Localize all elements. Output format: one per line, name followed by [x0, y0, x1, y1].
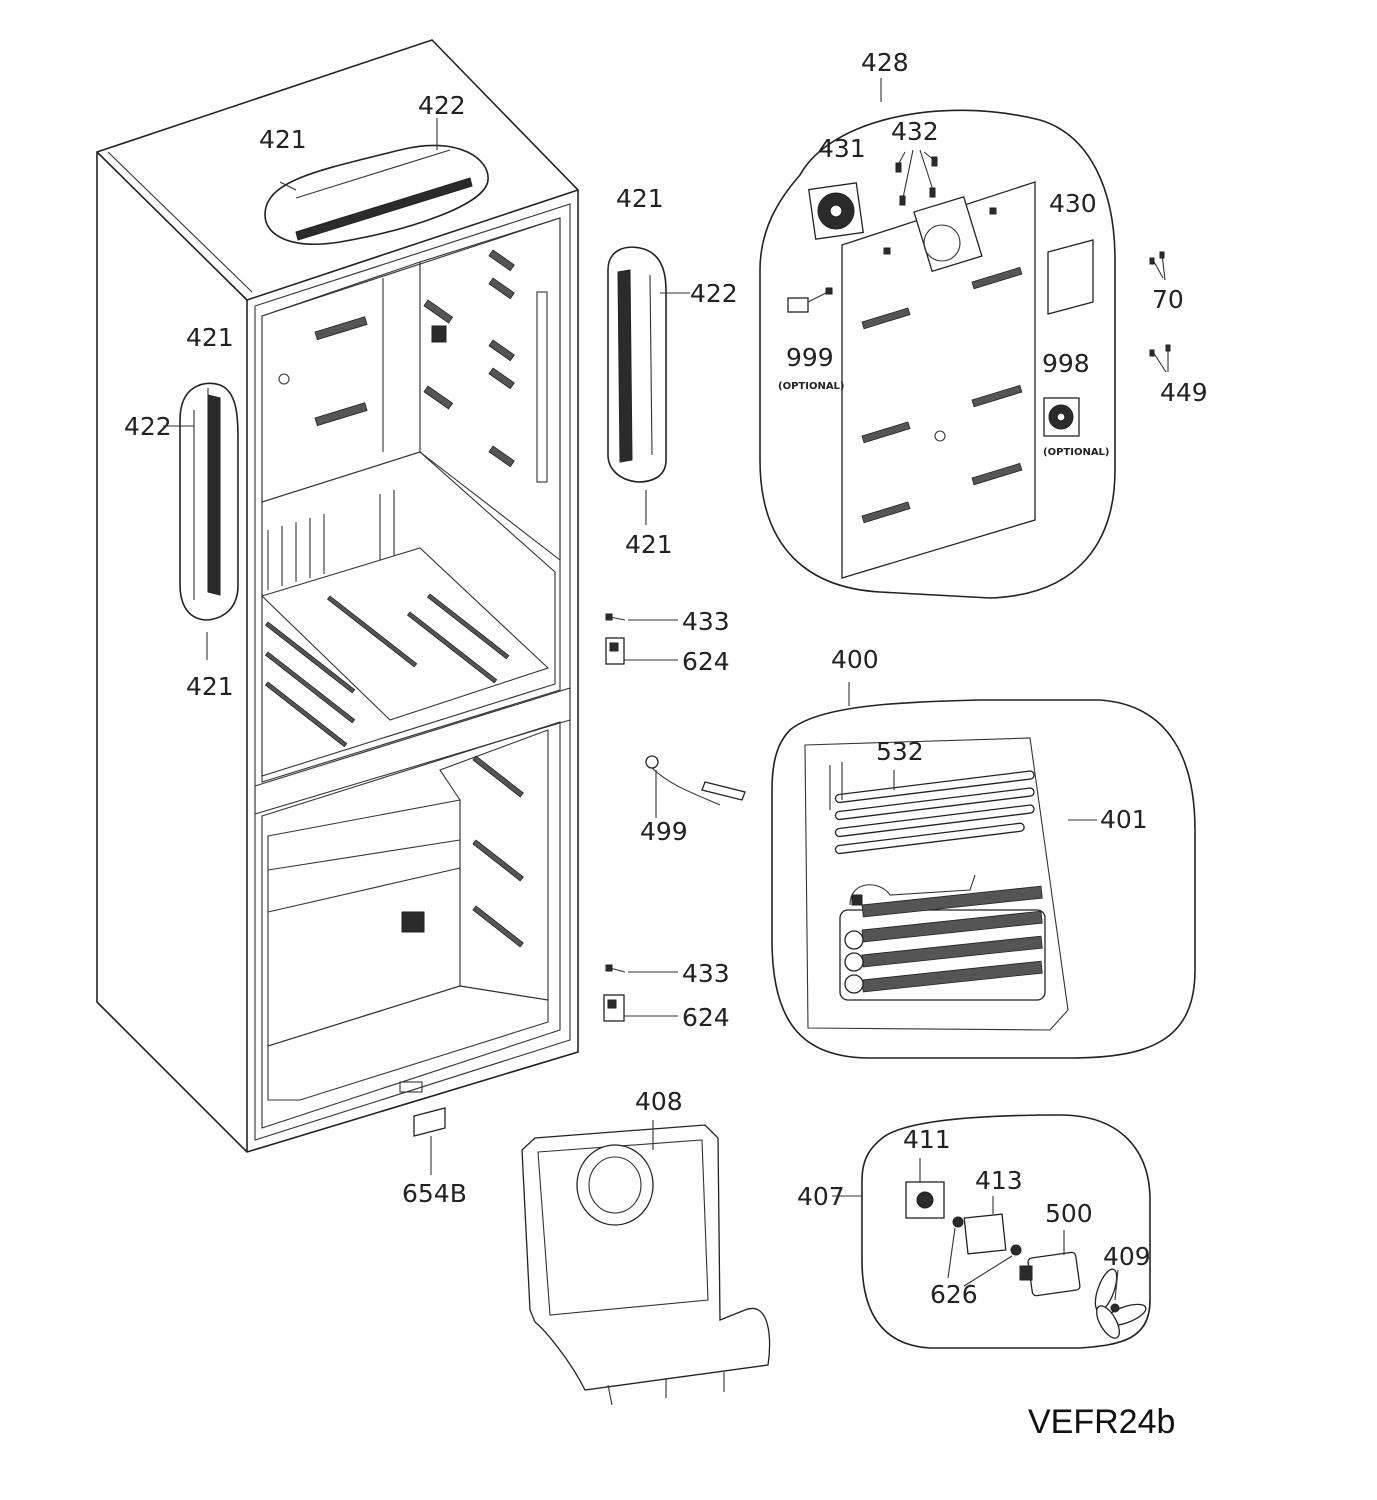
callout-999: 999 — [786, 343, 834, 372]
callout-500: 500 — [1045, 1199, 1093, 1228]
callout-408: 408 — [635, 1087, 683, 1116]
back-panel — [521, 1120, 771, 1406]
callout-532: 532 — [876, 737, 924, 766]
fan-blade — [1094, 1268, 1147, 1339]
crisper-ribs — [264, 490, 510, 748]
callout-labels: 421 422 421 422 421 421 422 421 428 431 … — [124, 48, 1208, 1309]
evaporator-coil — [839, 874, 1046, 1001]
callout-433-lower: 433 — [682, 959, 730, 988]
temperature-probe — [645, 755, 746, 818]
defrost-heater-coils — [829, 762, 1035, 855]
callout-409: 409 — [1103, 1242, 1151, 1271]
callout-624-lower: 624 — [682, 1003, 730, 1032]
callout-421-left-top: 421 — [186, 323, 234, 352]
small-parts-70-449 — [1149, 251, 1171, 373]
callout-998: 998 — [1042, 349, 1090, 378]
callout-421-right-bottom: 421 — [625, 530, 673, 559]
callout-422-left: 422 — [124, 412, 172, 441]
callout-401: 401 — [1100, 805, 1148, 834]
callout-499: 499 — [640, 817, 688, 846]
callout-70: 70 — [1152, 285, 1184, 314]
optional-note-998: (OPTIONAL) — [1043, 447, 1110, 458]
callout-624-upper: 624 — [682, 647, 730, 676]
callout-432: 432 — [891, 117, 939, 146]
callout-400: 400 — [831, 645, 879, 674]
label-plate — [413, 1107, 446, 1175]
evaporator-group — [771, 682, 1196, 1059]
sensor-clip-groups — [603, 613, 678, 1022]
callout-428: 428 — [861, 48, 909, 77]
callout-431: 431 — [818, 134, 866, 163]
callout-407: 407 — [797, 1182, 845, 1211]
model-code: VEFR24b — [1028, 1403, 1175, 1441]
callout-413: 413 — [975, 1166, 1023, 1195]
callout-433-upper: 433 — [682, 607, 730, 636]
fan-motor-group — [832, 1114, 1151, 1349]
callout-422-top: 422 — [418, 91, 466, 120]
optional-note-999: (OPTIONAL) — [778, 381, 845, 392]
left-heater-group — [163, 382, 239, 660]
callout-654B: 654B — [402, 1179, 467, 1208]
callout-430: 430 — [1049, 189, 1097, 218]
callout-421-top: 421 — [259, 125, 307, 154]
callout-421-right-top: 421 — [616, 184, 664, 213]
callout-449: 449 — [1160, 378, 1208, 407]
callout-411: 411 — [903, 1125, 951, 1154]
refrigerator-cabinet — [96, 39, 579, 1153]
callout-421-left-bottom: 421 — [186, 672, 234, 701]
evaporator-cover-group — [759, 78, 1116, 599]
callout-626: 626 — [930, 1280, 978, 1309]
callout-422-right: 422 — [690, 279, 738, 308]
top-heater-group — [264, 118, 489, 245]
right-heater-group — [607, 246, 690, 525]
